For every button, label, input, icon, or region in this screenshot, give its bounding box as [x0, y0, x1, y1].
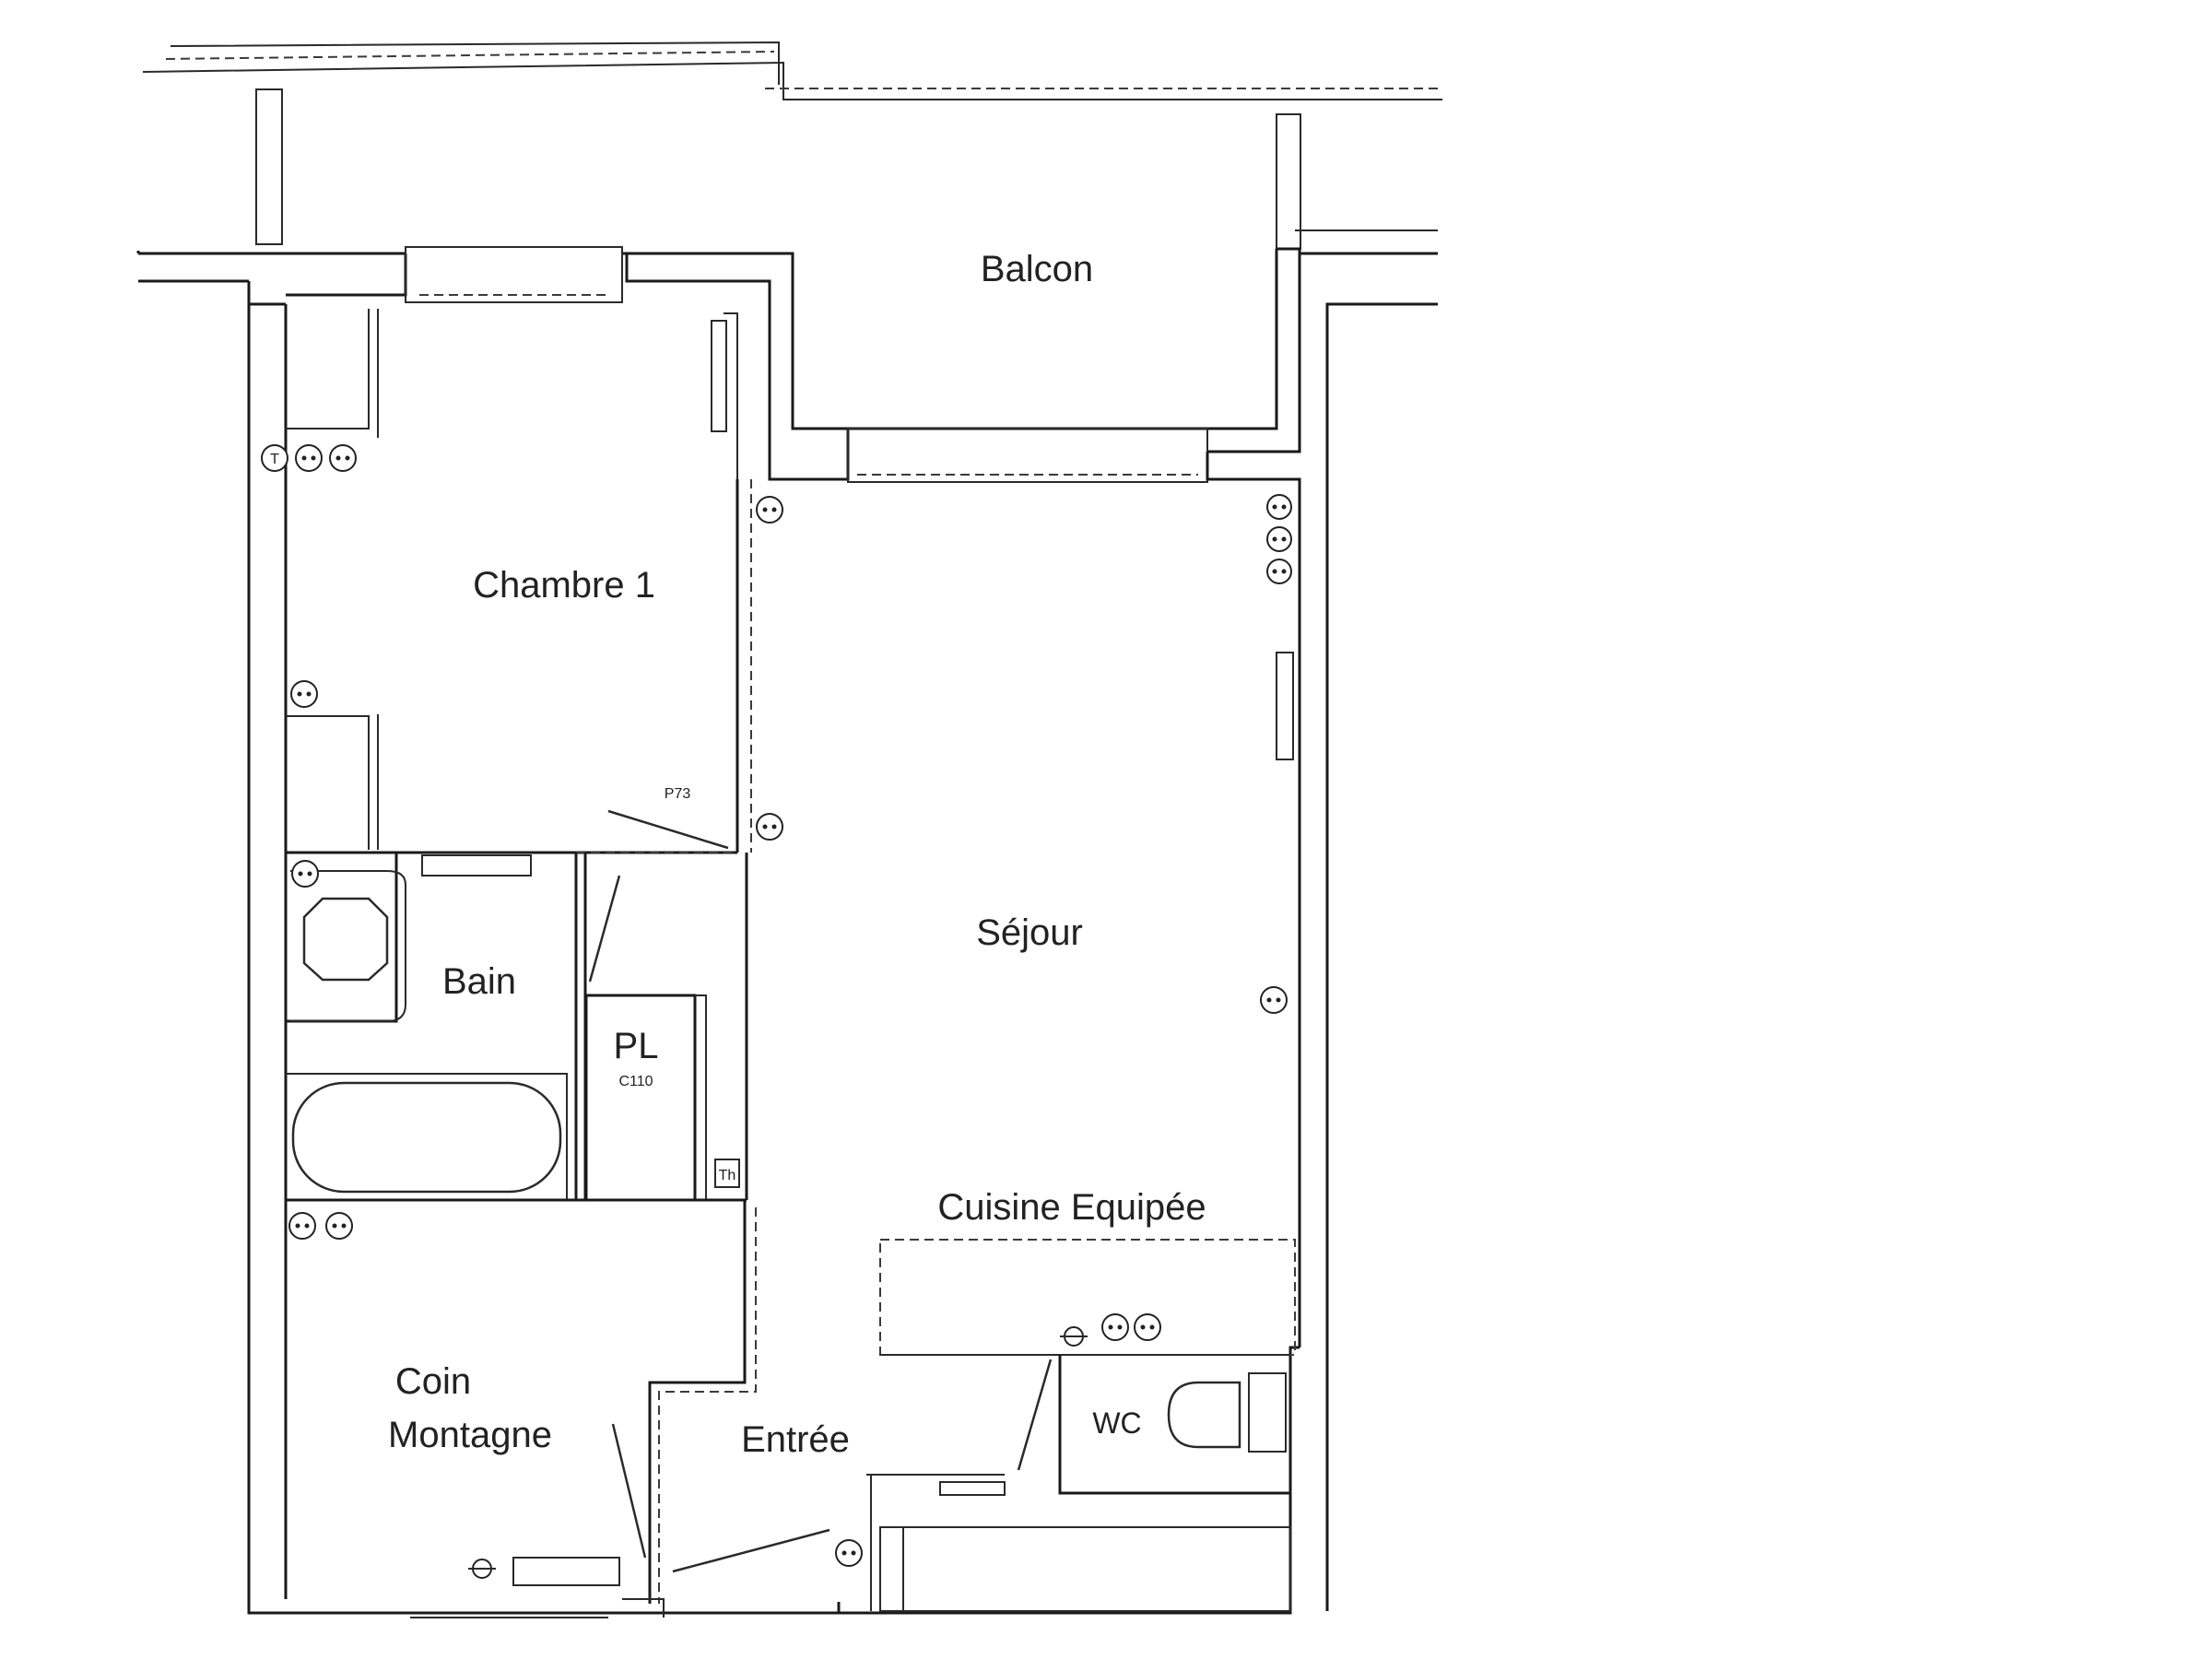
label-wc: WC [1092, 1406, 1141, 1440]
outlet-icon [1266, 526, 1292, 552]
label-cuisine: Cuisine Equipée [937, 1187, 1206, 1228]
bathtub [291, 1081, 562, 1194]
outlet-icon [756, 813, 783, 841]
interior-walls [286, 309, 1296, 1618]
outer-walls [136, 229, 1438, 1615]
door-chambre [607, 809, 729, 850]
ceiling-light-icon [1060, 1326, 1088, 1347]
label-pl-code: C110 [618, 1074, 653, 1089]
telephone-icon: T [261, 444, 288, 472]
fixtures [290, 652, 1294, 1586]
outlet-icon [1260, 986, 1288, 1014]
toilet [1167, 1381, 1241, 1449]
label-bain: Bain [442, 961, 516, 1002]
vanity [290, 870, 406, 1022]
label-entree: Entrée [741, 1419, 850, 1460]
label-thermostat: Th [719, 1168, 736, 1183]
outlet-icon [291, 860, 319, 888]
outlet-icon [295, 444, 323, 472]
cistern [1248, 1372, 1287, 1453]
outlet-icon [290, 680, 318, 708]
label-door-p73: P73 [665, 786, 691, 802]
doors [588, 809, 1053, 1573]
outlet-icon [1266, 559, 1292, 584]
radiator-bain [421, 854, 532, 877]
room-labels: Balcon Chambre 1 Séjour Bain PL C110 Cui… [261, 249, 1206, 1460]
outlet-icon [756, 496, 783, 524]
outlet-icon [835, 1539, 863, 1567]
label-coin-line1: Coin [395, 1361, 471, 1402]
ceiling-light-icon [468, 1559, 496, 1579]
label-pl: PL [614, 1026, 659, 1066]
facade-top [142, 41, 1442, 250]
label-chambre: Chambre 1 [473, 565, 655, 606]
electrical-symbols [288, 444, 1292, 1579]
outlet-icon [329, 444, 357, 472]
radiator-sejour [1276, 652, 1294, 760]
outlet-icon [325, 1212, 353, 1240]
outlet-icon [288, 1212, 316, 1240]
radiator-coin [512, 1557, 620, 1586]
door-wc [1017, 1359, 1053, 1471]
door-bain [588, 875, 621, 982]
label-telephone: T [270, 452, 279, 467]
label-coin-line2: Montagne [388, 1415, 552, 1455]
door-entree [672, 1528, 830, 1573]
outlet-icon [1266, 494, 1292, 520]
label-balcon: Balcon [981, 249, 1093, 289]
label-sejour: Séjour [976, 912, 1083, 953]
washbasin [302, 897, 389, 982]
outlet-icon [1101, 1313, 1129, 1341]
outlet-icon [1134, 1313, 1161, 1341]
door-coin-montagne [611, 1423, 647, 1559]
